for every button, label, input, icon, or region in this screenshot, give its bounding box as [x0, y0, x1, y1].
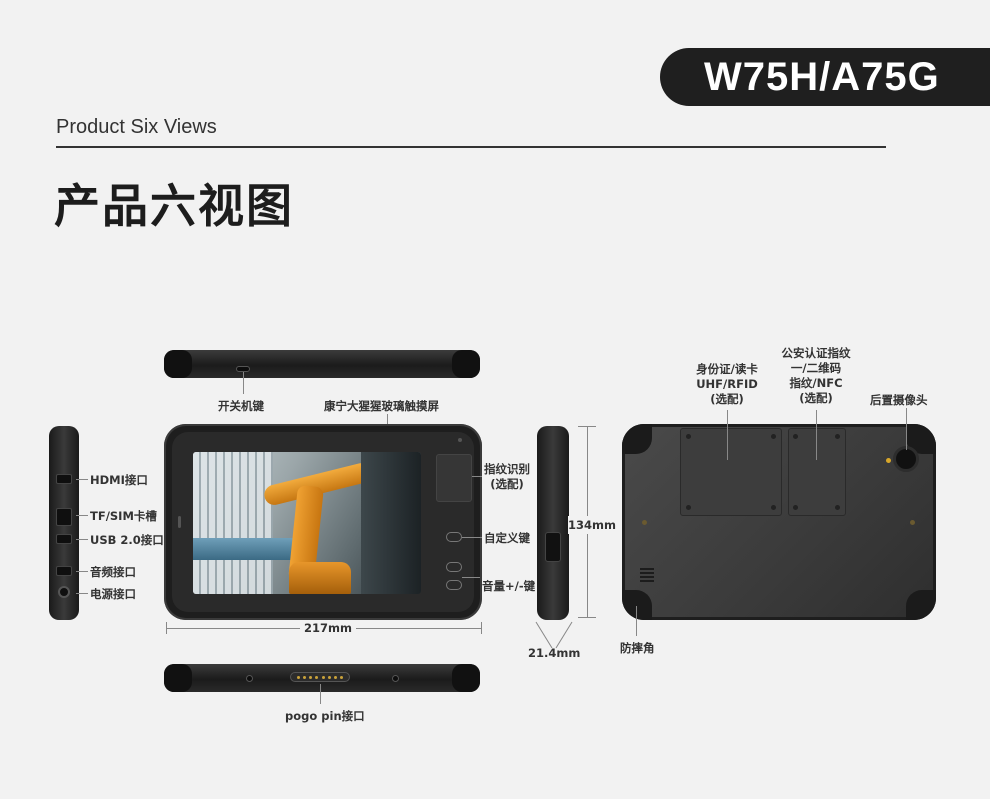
- volume-leader: [462, 577, 480, 578]
- screw-icon: [686, 434, 691, 439]
- screw-icon: [686, 505, 691, 510]
- rear-camera-leader: [906, 408, 907, 450]
- fingerprint-label-line2: (选配): [490, 477, 524, 491]
- dc-label: 电源接口: [90, 587, 136, 601]
- rear-camera-icon: [893, 446, 919, 472]
- police-label-line1: 公安认证指纹: [781, 346, 851, 360]
- screen-glass-label: 康宁大猩猩玻璃触摸屏: [324, 399, 439, 413]
- audio-leader: [76, 571, 88, 572]
- dc-port: [58, 586, 70, 598]
- drop-corner-leader: [636, 606, 637, 636]
- tf-sim-label: TF/SIM卡槽: [90, 509, 157, 523]
- usb-leader: [76, 539, 88, 540]
- volume-key-label: 音量+/-键: [482, 579, 536, 593]
- screw-icon: [771, 505, 776, 510]
- page-title: 产品六视图: [54, 179, 294, 233]
- power-key-label: 开关机键: [218, 399, 264, 413]
- police-module-plate: [788, 428, 846, 516]
- depth-label: 21.4mm: [528, 646, 581, 660]
- height-label: 134mm: [568, 516, 616, 534]
- id-reader-label: 身份证/读卡 UHF/RFID (选配): [690, 362, 764, 407]
- fingerprint-leader: [472, 476, 482, 477]
- id-reader-label-line3: (选配): [710, 392, 744, 406]
- audio-label: 音频接口: [90, 565, 136, 579]
- fingerprint-sensor: [436, 454, 472, 502]
- front-camera-icon: [458, 438, 462, 442]
- id-reader-module-plate: [680, 428, 782, 516]
- flash-icon: [886, 458, 891, 463]
- home-indicator: [178, 516, 181, 528]
- screw-icon: [771, 434, 776, 439]
- screw-icon: [392, 675, 399, 682]
- fingerprint-label: 指纹识别 (选配): [484, 462, 530, 492]
- width-tick-right: [481, 622, 482, 634]
- dc-leader: [76, 593, 88, 594]
- screw-icon: [642, 520, 647, 525]
- screw-icon: [793, 505, 798, 510]
- depth-dimension-lines: [535, 621, 573, 649]
- usb-port: [56, 534, 72, 544]
- rear-camera-label: 后置摄像头: [870, 393, 928, 407]
- top-view-device: [164, 350, 480, 378]
- height-tick-bottom: [578, 617, 596, 618]
- screw-icon: [246, 675, 253, 682]
- tf-sim-leader: [76, 515, 88, 516]
- custom-key-button: [446, 532, 462, 542]
- volume-down-button: [446, 580, 462, 590]
- id-reader-leader: [727, 410, 728, 460]
- hdmi-port: [56, 474, 72, 484]
- pogo-pin-connector: [290, 672, 350, 682]
- width-label: 217mm: [300, 621, 356, 635]
- model-badge: W75H/A75G: [660, 48, 990, 106]
- subtitle: Product Six Views: [56, 116, 217, 138]
- audio-port: [56, 566, 72, 576]
- drop-corner-bottom-left: [622, 590, 652, 620]
- hdmi-leader: [76, 479, 88, 480]
- volume-up-button: [446, 562, 462, 572]
- power-key-leader: [243, 372, 244, 394]
- hdmi-label: HDMI接口: [90, 473, 148, 487]
- width-tick-left: [166, 622, 167, 634]
- police-label-line4: (选配): [799, 391, 833, 405]
- screw-icon: [835, 505, 840, 510]
- screw-icon: [835, 434, 840, 439]
- fingerprint-label-line1: 指纹识别: [484, 462, 530, 476]
- police-module-label: 公安认证指纹 一/二维码 指纹/NFC (选配): [776, 346, 856, 406]
- pogo-leader: [320, 684, 321, 704]
- power-button-graphic: [236, 366, 250, 372]
- drop-corner-label: 防摔角: [620, 641, 655, 655]
- touch-screen: [193, 452, 421, 594]
- speaker-grille-icon: [640, 568, 654, 582]
- usb-label: USB 2.0接口: [90, 533, 164, 547]
- custom-key-leader: [462, 537, 482, 538]
- drop-corner-bottom-right: [906, 590, 936, 620]
- id-reader-label-line2: UHF/RFID: [696, 377, 758, 391]
- right-side-view-device: [537, 426, 569, 620]
- pogo-label: pogo pin接口: [285, 709, 365, 723]
- police-label-line2: 一/二维码: [790, 361, 842, 375]
- screw-icon: [910, 520, 915, 525]
- police-label-line3: 指纹/NFC: [789, 376, 843, 390]
- height-tick-top: [578, 426, 596, 427]
- tf-sim-slot: [56, 508, 72, 526]
- right-side-key: [545, 532, 561, 562]
- custom-key-label: 自定义键: [484, 531, 530, 545]
- police-module-leader: [816, 410, 817, 460]
- screw-icon: [793, 434, 798, 439]
- header-divider: [56, 146, 886, 148]
- id-reader-label-line1: 身份证/读卡: [696, 362, 758, 376]
